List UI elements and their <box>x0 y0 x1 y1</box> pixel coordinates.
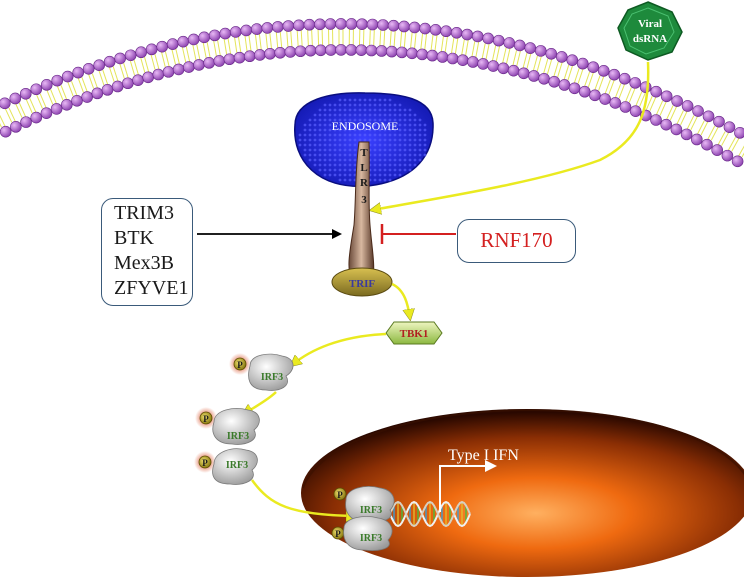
tbk1-label: TBK1 <box>400 328 429 340</box>
type1-ifn-label: Type I IFN <box>448 447 519 464</box>
endosome-label: ENDOSOME <box>332 119 399 133</box>
viral-label-line2: dsRNA <box>633 33 667 45</box>
irf3-protein-icon <box>343 516 393 551</box>
irf3-label: IRF3 <box>261 372 283 383</box>
nucleus-body <box>301 409 744 577</box>
irf3-protein-icon <box>212 408 260 445</box>
phospho-label: P <box>237 360 243 370</box>
virus-facet-icon <box>623 7 675 55</box>
irf3-protein-icon <box>248 353 294 391</box>
trif-to-tbk1-arrow <box>391 282 410 318</box>
irf3-dimer-cytoplasm: P IRF3 P IRF3 <box>194 407 260 485</box>
tbk1: TBK1 <box>385 321 443 345</box>
tlr3-letter-3: 3 <box>361 194 367 206</box>
transcription-arrow <box>439 460 497 512</box>
irf3-monomer-1: P IRF3 <box>229 353 294 391</box>
phosphate-icon <box>199 411 213 425</box>
dimer-to-nucleus-arrow <box>250 479 355 516</box>
lipid-heads <box>0 18 744 168</box>
positive-regulators-box: TRIM3 BTK Mex3B ZFYVE1 <box>101 198 193 306</box>
irf3-label: IRF3 <box>360 533 382 544</box>
phospho-label: P <box>203 414 209 424</box>
nucleus <box>301 408 744 577</box>
phosphate-icon <box>198 455 212 469</box>
tbk1-body <box>385 321 443 345</box>
tlr3-letter-r: R <box>360 177 369 189</box>
phospho-label: P <box>202 458 208 468</box>
phospho-label: P <box>335 529 341 539</box>
phosphate-icon <box>233 357 247 371</box>
viral-label-line1: Viral <box>638 18 662 30</box>
cell-membrane <box>0 18 744 168</box>
trif-label: TRIF <box>349 278 376 290</box>
regulator-zfyve1: ZFYVE1 <box>114 277 189 299</box>
negative-regulator-box: RNF170 <box>457 219 576 263</box>
nucleus-rim <box>302 408 744 489</box>
trif-body <box>331 267 393 297</box>
irf3-dimer-nucleus: P IRF3 P IRF3 <box>331 486 395 551</box>
viral-dsrna: Viral dsRNA <box>617 1 683 61</box>
regulator-trim3: TRIM3 <box>114 202 174 224</box>
phosphate-icon <box>333 487 347 501</box>
dna-helix-icon <box>389 500 471 528</box>
tlr3-letter-l: L <box>360 162 367 174</box>
endosome: ENDOSOME <box>294 92 434 188</box>
irf3-label: IRF3 <box>360 505 382 516</box>
inhibition-line <box>380 224 456 244</box>
irf3-label: IRF3 <box>226 460 248 471</box>
tlr3-letter-t: T <box>360 147 368 159</box>
tbk1-to-irf3-arrow <box>292 332 387 365</box>
virus-to-tlr3-arrow <box>372 61 650 210</box>
irf3-label: IRF3 <box>227 431 249 442</box>
trif: TRIF <box>331 267 393 297</box>
phospho-label: P <box>337 490 343 500</box>
virus-capsid-icon <box>617 1 683 61</box>
endosome-texture <box>298 98 427 182</box>
irf3-protein-icon <box>212 448 258 485</box>
regulator-mex3b: Mex3B <box>114 252 174 274</box>
transcription-start-arrow <box>439 460 497 512</box>
lipid-tails <box>0 28 744 158</box>
regulator-rnf170: RNF170 <box>480 228 553 252</box>
regulator-btk: BTK <box>114 227 154 249</box>
